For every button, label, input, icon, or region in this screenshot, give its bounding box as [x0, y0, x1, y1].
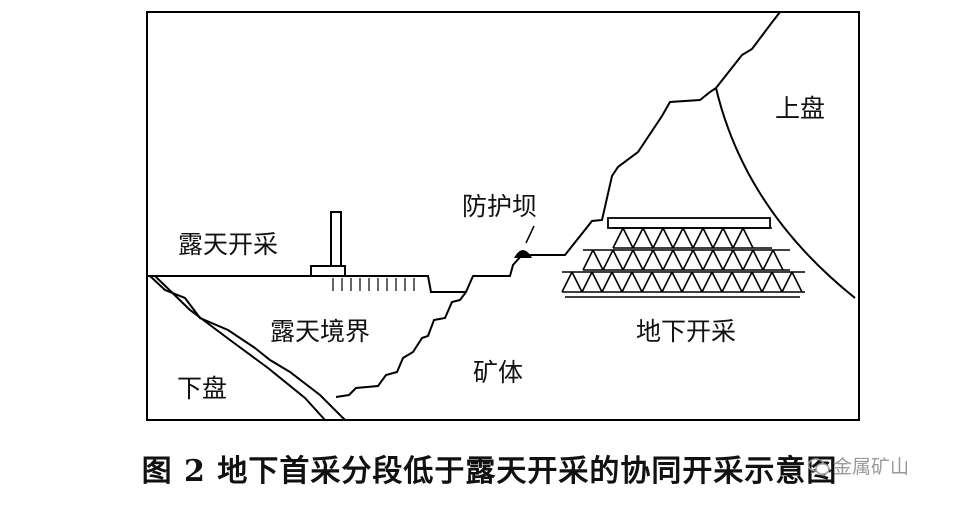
underground-workings [561, 217, 805, 298]
working-brace [661, 271, 673, 293]
watermark: 金属矿山 [808, 452, 909, 479]
open-pit-boundary-steps [335, 291, 467, 398]
working-brace [712, 227, 724, 249]
working-brace [702, 249, 714, 271]
working-brace [612, 249, 624, 271]
protective-dam-leader [525, 225, 535, 244]
label-underground-mining: 地下开采 [636, 317, 736, 346]
working-brace [732, 227, 744, 249]
working-brace [772, 249, 784, 271]
working-brace [731, 271, 743, 293]
figure-caption: 图 2 地下首采分段低于露天开采的协同开采示意图 [141, 454, 838, 489]
working-brace [742, 249, 754, 271]
working-brace [571, 271, 583, 293]
working-brace [781, 271, 793, 293]
working-brace [732, 249, 744, 271]
working-brace [591, 271, 603, 293]
working-brace [712, 249, 724, 271]
working-brace [621, 271, 633, 293]
wechat-icon [808, 458, 830, 475]
working-brace [582, 249, 594, 271]
working-brace [791, 271, 803, 293]
working-brace [631, 271, 643, 293]
working-brace [762, 249, 774, 271]
label-hanging-wall: 上盘 [775, 94, 825, 123]
label-open-pit-mining: 露天开采 [178, 230, 278, 259]
working-brace [711, 271, 723, 293]
working-brace [622, 227, 634, 249]
working-brace [761, 271, 773, 293]
working-brace [751, 271, 763, 293]
label-open-pit-boundary: 露天境界 [270, 317, 370, 346]
working-brace [672, 227, 684, 249]
working-brace [681, 271, 693, 293]
working-brace [722, 249, 734, 271]
working-brace [611, 271, 623, 293]
working-brace [602, 249, 614, 271]
working-brace [752, 249, 764, 271]
working-brace [651, 271, 663, 293]
diagram-frame [146, 11, 860, 421]
surface-hatching [332, 278, 415, 291]
working-brace [682, 249, 694, 271]
working-brace [691, 271, 703, 293]
headframe-tower [330, 211, 342, 269]
working-brace [741, 271, 753, 293]
working-slab-top [607, 217, 771, 229]
protective-dam-mound [514, 250, 532, 258]
working-brace [632, 249, 644, 271]
working-brace [652, 227, 664, 249]
working-brace [622, 249, 634, 271]
working-brace [642, 227, 654, 249]
working-brace [672, 249, 684, 271]
working-brace [702, 227, 714, 249]
working-brace [682, 227, 694, 249]
label-ore-body: 矿体 [473, 358, 523, 387]
working-brace [692, 249, 704, 271]
working-brace [671, 271, 683, 293]
working-brace [632, 227, 644, 249]
working-brace [612, 227, 624, 249]
working-brace [722, 227, 734, 249]
hanging-wall-contact [715, 87, 856, 299]
watermark-text: 金属矿山 [833, 456, 910, 478]
label-footwall: 下盘 [177, 374, 227, 403]
working-brace [561, 271, 573, 293]
working-brace [581, 271, 593, 293]
working-brace [652, 249, 664, 271]
working-brace [662, 249, 674, 271]
label-protective-dam: 防护坝 [462, 192, 537, 221]
working-brace [721, 271, 733, 293]
footwall-contact-outer [154, 275, 326, 421]
working-brace [641, 271, 653, 293]
footwall-contact-inner [149, 275, 346, 421]
working-brace [692, 227, 704, 249]
headframe-base [310, 265, 346, 277]
ground-surface-left [147, 275, 489, 293]
working-brace [642, 249, 654, 271]
working-brace [592, 249, 604, 271]
working-brace [771, 271, 783, 293]
working-brace [701, 271, 713, 293]
working-brace [662, 227, 674, 249]
working-brace [601, 271, 613, 293]
right-pit-wall [489, 11, 781, 277]
working-brace [742, 227, 754, 249]
